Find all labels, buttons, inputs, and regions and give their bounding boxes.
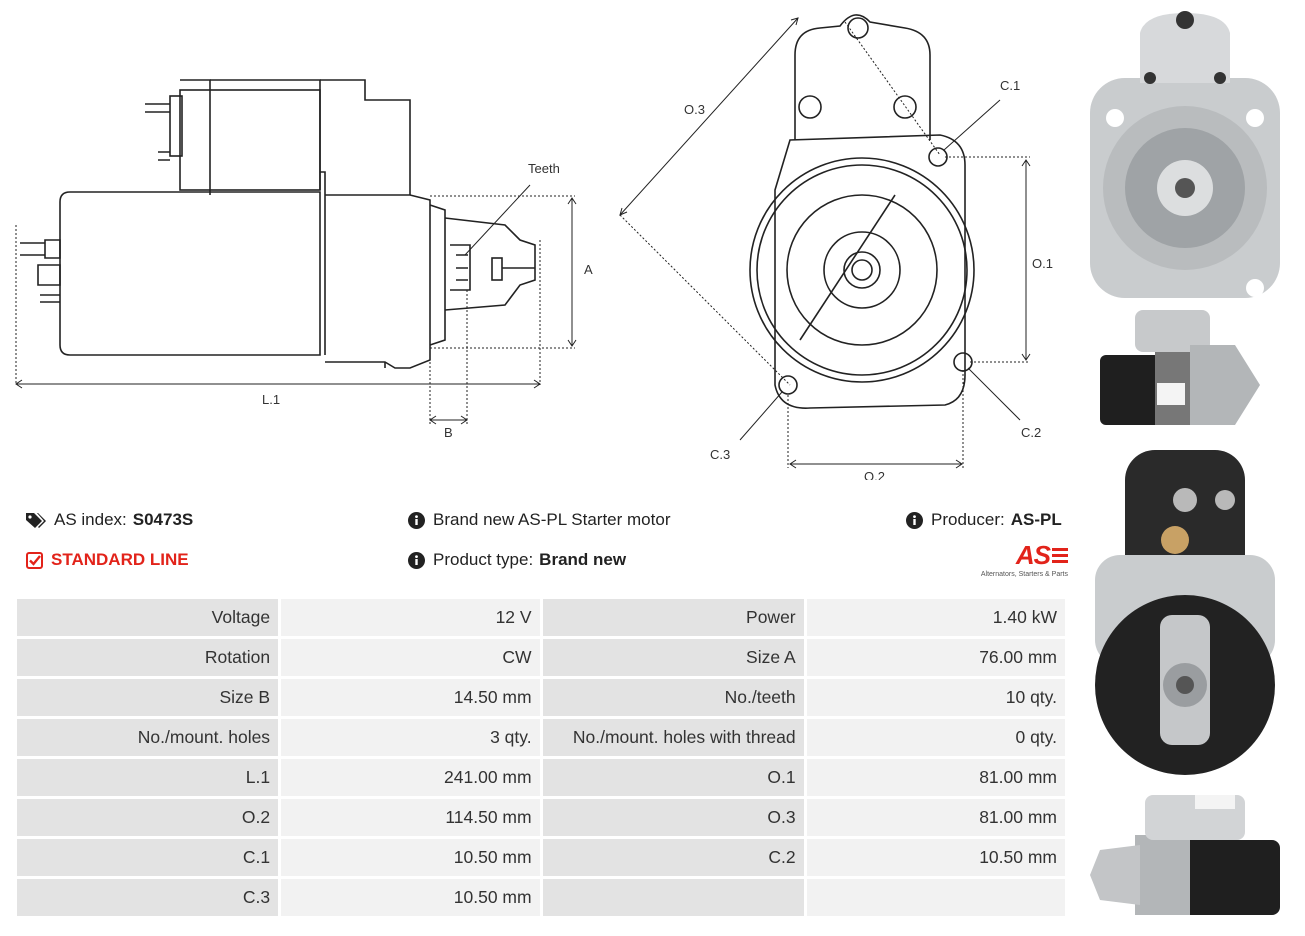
spec-label: No./mount. holes with thread (542, 719, 804, 756)
product-type-value: Brand new (539, 550, 627, 569)
size-a-label: A (584, 262, 593, 277)
product-type: Product type: Brand new (408, 550, 626, 570)
standard-line-text: STANDARD LINE (51, 550, 189, 569)
spec-value: 81.00 mm (806, 799, 1065, 836)
spec-label: L.1 (17, 759, 279, 796)
spec-value: 241.00 mm (281, 759, 540, 796)
producer-label: Producer: (931, 510, 1005, 529)
spec-label: Size A (542, 639, 804, 676)
l1-label: L.1 (262, 392, 280, 407)
spec-value: 76.00 mm (806, 639, 1065, 676)
info-icon (408, 511, 425, 529)
product-photo-rear (1095, 450, 1275, 775)
tags-icon (26, 512, 46, 528)
spec-label: No./mount. holes (17, 719, 279, 756)
product-type-label: Product type: (433, 550, 534, 569)
spec-value: 10.50 mm (806, 839, 1065, 876)
size-b-label: B (444, 425, 453, 440)
spec-label: Power (542, 599, 804, 636)
producer-logo: AS Alternators, Starters & Parts (966, 540, 1068, 578)
spec-value: 3 qty. (281, 719, 540, 756)
spec-label: C.3 (17, 879, 279, 916)
spec-label: C.2 (542, 839, 804, 876)
o2-label: O.2 (864, 469, 885, 480)
description-text: Brand new AS-PL Starter motor (433, 510, 671, 529)
spec-value (806, 879, 1065, 916)
info-icon (906, 511, 923, 529)
spec-value: 114.50 mm (281, 799, 540, 836)
spec-label: O.1 (542, 759, 804, 796)
standard-line-badge: STANDARD LINE (26, 550, 189, 570)
spec-label: No./teeth (542, 679, 804, 716)
as-index-value: S0473S (132, 510, 194, 529)
side-view-dimensions (15, 184, 575, 425)
as-index-label: AS index: (54, 510, 127, 529)
spec-value: 0 qty. (806, 719, 1065, 756)
o1-label: O.1 (1032, 256, 1053, 271)
o3-label: O.3 (684, 102, 705, 117)
product-photo-front (1090, 11, 1280, 298)
product-photo-side (1100, 310, 1260, 425)
as-index: AS index: S0473S (26, 510, 193, 530)
logo-mark: AS (1015, 540, 1051, 570)
description: Brand new AS-PL Starter motor (408, 510, 670, 530)
spec-value: CW (281, 639, 540, 676)
spec-value: 81.00 mm (806, 759, 1065, 796)
spec-value: 10.50 mm (281, 879, 540, 916)
spec-value: 10 qty. (806, 679, 1065, 716)
teeth-label: Teeth (528, 161, 560, 176)
spec-label: O.2 (17, 799, 279, 836)
spec-value: 10.50 mm (281, 839, 540, 876)
spec-value: 12 V (281, 599, 540, 636)
producer-value: AS-PL (1010, 510, 1062, 529)
info-icon (408, 551, 425, 569)
spec-label: Rotation (17, 639, 279, 676)
spec-label: Voltage (17, 599, 279, 636)
c1-label: C.1 (1000, 78, 1020, 93)
producer: Producer: AS-PL (906, 510, 1062, 530)
product-photo-top (1090, 795, 1280, 915)
front-view-drawing (749, 14, 975, 409)
spec-label: Size B (17, 679, 279, 716)
spec-label (542, 879, 804, 916)
check-square-icon (26, 551, 43, 569)
spec-label: O.3 (542, 799, 804, 836)
logo-stripes-icon (1052, 547, 1068, 563)
logo-tagline: Alternators, Starters & Parts (980, 571, 1068, 578)
spec-value: 14.50 mm (281, 679, 540, 716)
spec-label: C.1 (17, 839, 279, 876)
c3-label: C.3 (710, 447, 730, 462)
side-view-drawing (20, 79, 536, 369)
c2-label: C.2 (1021, 425, 1041, 440)
technical-drawings: Teeth A L.1 B O.3 C. (15, 14, 1053, 480)
spec-value: 1.40 kW (806, 599, 1065, 636)
